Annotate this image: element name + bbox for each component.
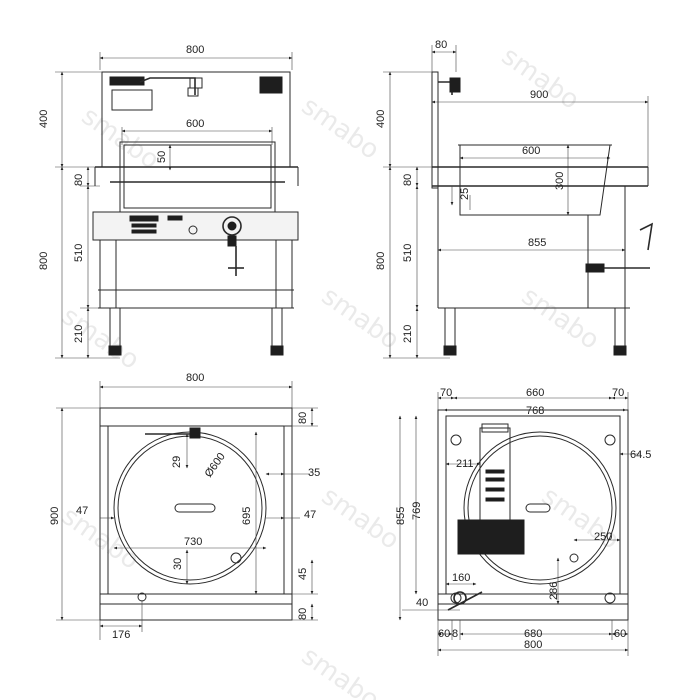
side-inner-offset: 25 [459, 188, 471, 200]
watermark: smabo [296, 641, 385, 700]
watermark: smabo [516, 281, 605, 356]
side-leg-height: 210 [402, 325, 414, 343]
plan-base-width: 680 [524, 628, 542, 640]
plan-inner-depth: 769 [411, 502, 423, 520]
top-drain-offset: 30 [172, 558, 184, 570]
watermark: smabo [496, 41, 585, 116]
plan-overall-width: 800 [524, 639, 542, 651]
plan-margin-left: 70 [440, 387, 452, 399]
watermark: smabo [316, 281, 405, 356]
side-total-height: 800 [375, 252, 387, 270]
top-overall-depth: 900 [49, 507, 61, 525]
plan-outlet-offset: 250 [594, 531, 612, 543]
front-overall-width: 800 [186, 44, 204, 56]
plan-inner-offset: 211 [456, 458, 474, 470]
top-right-gap-2: 47 [304, 509, 316, 521]
plan-margin-right: 70 [612, 387, 624, 399]
plan-corner-offset: 40 [416, 597, 428, 609]
watermark: smabo [56, 301, 145, 376]
side-backsplash-height: 400 [375, 110, 387, 128]
side-overall-depth: 900 [530, 89, 548, 101]
watermark: smabo [296, 91, 385, 166]
plan-overall-depth: 855 [395, 507, 407, 525]
front-backsplash-height: 400 [38, 110, 50, 128]
watermark: smabo [316, 481, 405, 556]
top-faucet-offset: 29 [171, 456, 183, 468]
heating-elements [457, 519, 525, 555]
top-right-gap: 35 [308, 467, 320, 479]
top-view: 800 900 29 Ø600 80 35 47 47 [49, 372, 320, 641]
side-body-height: 510 [402, 244, 414, 262]
side-pan-depth: 300 [554, 172, 566, 190]
top-left-gap: 47 [76, 505, 88, 517]
plan-base-right: 60 [614, 628, 626, 640]
front-total-height: 800 [38, 252, 50, 270]
plan-drain-offset: 160 [452, 572, 470, 584]
plan-side-offset: 64.5 [630, 449, 651, 461]
front-view: 800 400 800 80 510 210 600 [38, 44, 299, 359]
front-pan-width: 600 [186, 118, 204, 130]
plan-view: 70 660 70 768 64.5 211 [395, 387, 651, 656]
top-pan-diameter: Ø600 [203, 451, 228, 480]
top-front-margin: 80 [297, 608, 309, 620]
plan-base-left: 60 [438, 628, 450, 640]
plan-inner-width: 660 [526, 387, 544, 399]
plan-outlet-depth: 286 [548, 582, 560, 600]
top-front-gap: 45 [297, 568, 309, 580]
plan-base-gap: 8 [452, 628, 458, 640]
side-top-height: 80 [402, 174, 414, 186]
side-body-depth: 855 [528, 237, 546, 249]
side-view: 80 900 400 800 80 510 210 600 300 [375, 39, 654, 359]
plan-inner-width-2: 768 [526, 405, 544, 417]
top-drain-position: 176 [112, 629, 130, 641]
front-leg-height: 210 [73, 325, 85, 343]
front-top-height: 80 [73, 174, 85, 186]
side-faucet-offset: 80 [435, 39, 447, 51]
top-back-margin: 80 [297, 412, 309, 424]
top-inner-width: 730 [184, 536, 202, 548]
front-pan-rim: 50 [156, 151, 168, 163]
side-pan-width: 600 [522, 145, 540, 157]
top-overall-width: 800 [186, 372, 204, 384]
front-body-height: 510 [73, 244, 85, 262]
top-inner-depth: 695 [241, 507, 253, 525]
